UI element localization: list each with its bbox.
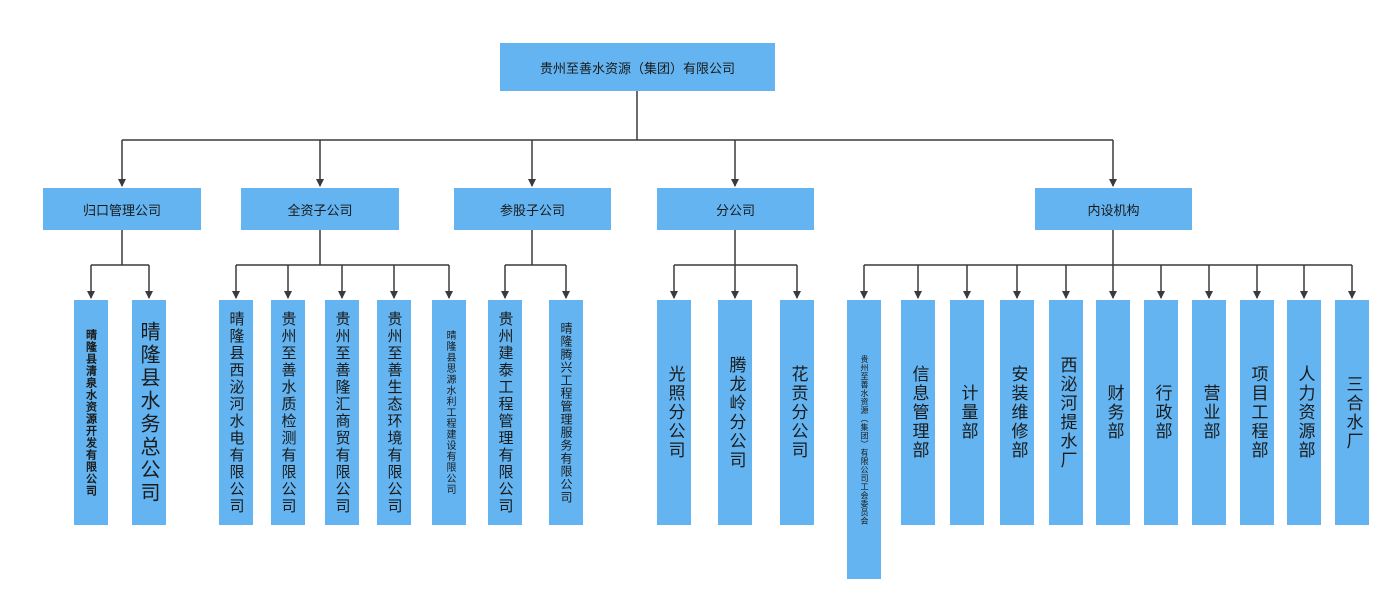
unit-box: 晴隆腾兴工程管理服务有限公司 <box>549 300 583 525</box>
unit-box: 财务部 <box>1096 300 1130 525</box>
unit-box: 人力资源部 <box>1287 300 1321 525</box>
category-quanzi: 全资子公司 <box>241 188 399 230</box>
unit-box: 晴隆县思源水利工程建设有限公司 <box>432 300 466 525</box>
unit-box: 贵州至善生态环境有限公司 <box>377 300 411 525</box>
unit-box: 行政部 <box>1144 300 1178 525</box>
unit-box: 计量部 <box>950 300 984 525</box>
unit-box: 安装维修部 <box>1000 300 1034 525</box>
unit-box: 信息管理部 <box>901 300 935 525</box>
unit-box: 光照分公司 <box>657 300 691 525</box>
unit-box: 贵州建泰工程管理有限公司 <box>488 300 522 525</box>
unit-box: 贵州至善水质检测有限公司 <box>271 300 305 525</box>
root-node: 贵州至善水资源（集团）有限公司 <box>500 43 775 91</box>
unit-box: 贵州至善水资源（集团）有限公司工会委员会 <box>847 300 881 579</box>
category-fen: 分公司 <box>657 188 814 230</box>
category-neishe: 内设机构 <box>1035 188 1192 230</box>
unit-box: 腾龙岭分公司 <box>718 300 752 525</box>
unit-box: 西泌河提水厂 <box>1049 300 1083 525</box>
unit-box: 三合水厂 <box>1335 300 1369 525</box>
unit-box: 项目工程部 <box>1240 300 1274 525</box>
category-guikou: 归口管理公司 <box>43 188 201 230</box>
category-cangu: 参股子公司 <box>454 188 611 230</box>
unit-box: 晴隆县西泌河水电有限公司 <box>219 300 253 525</box>
unit-box: 晴隆县清泉水资源开发有限公司 <box>74 300 108 525</box>
unit-box: 营业部 <box>1192 300 1226 525</box>
unit-box: 贵州至善隆汇商贸有限公司 <box>325 300 359 525</box>
unit-box: 晴隆县水务总公司 <box>132 300 166 525</box>
unit-box: 花贡分公司 <box>780 300 814 525</box>
